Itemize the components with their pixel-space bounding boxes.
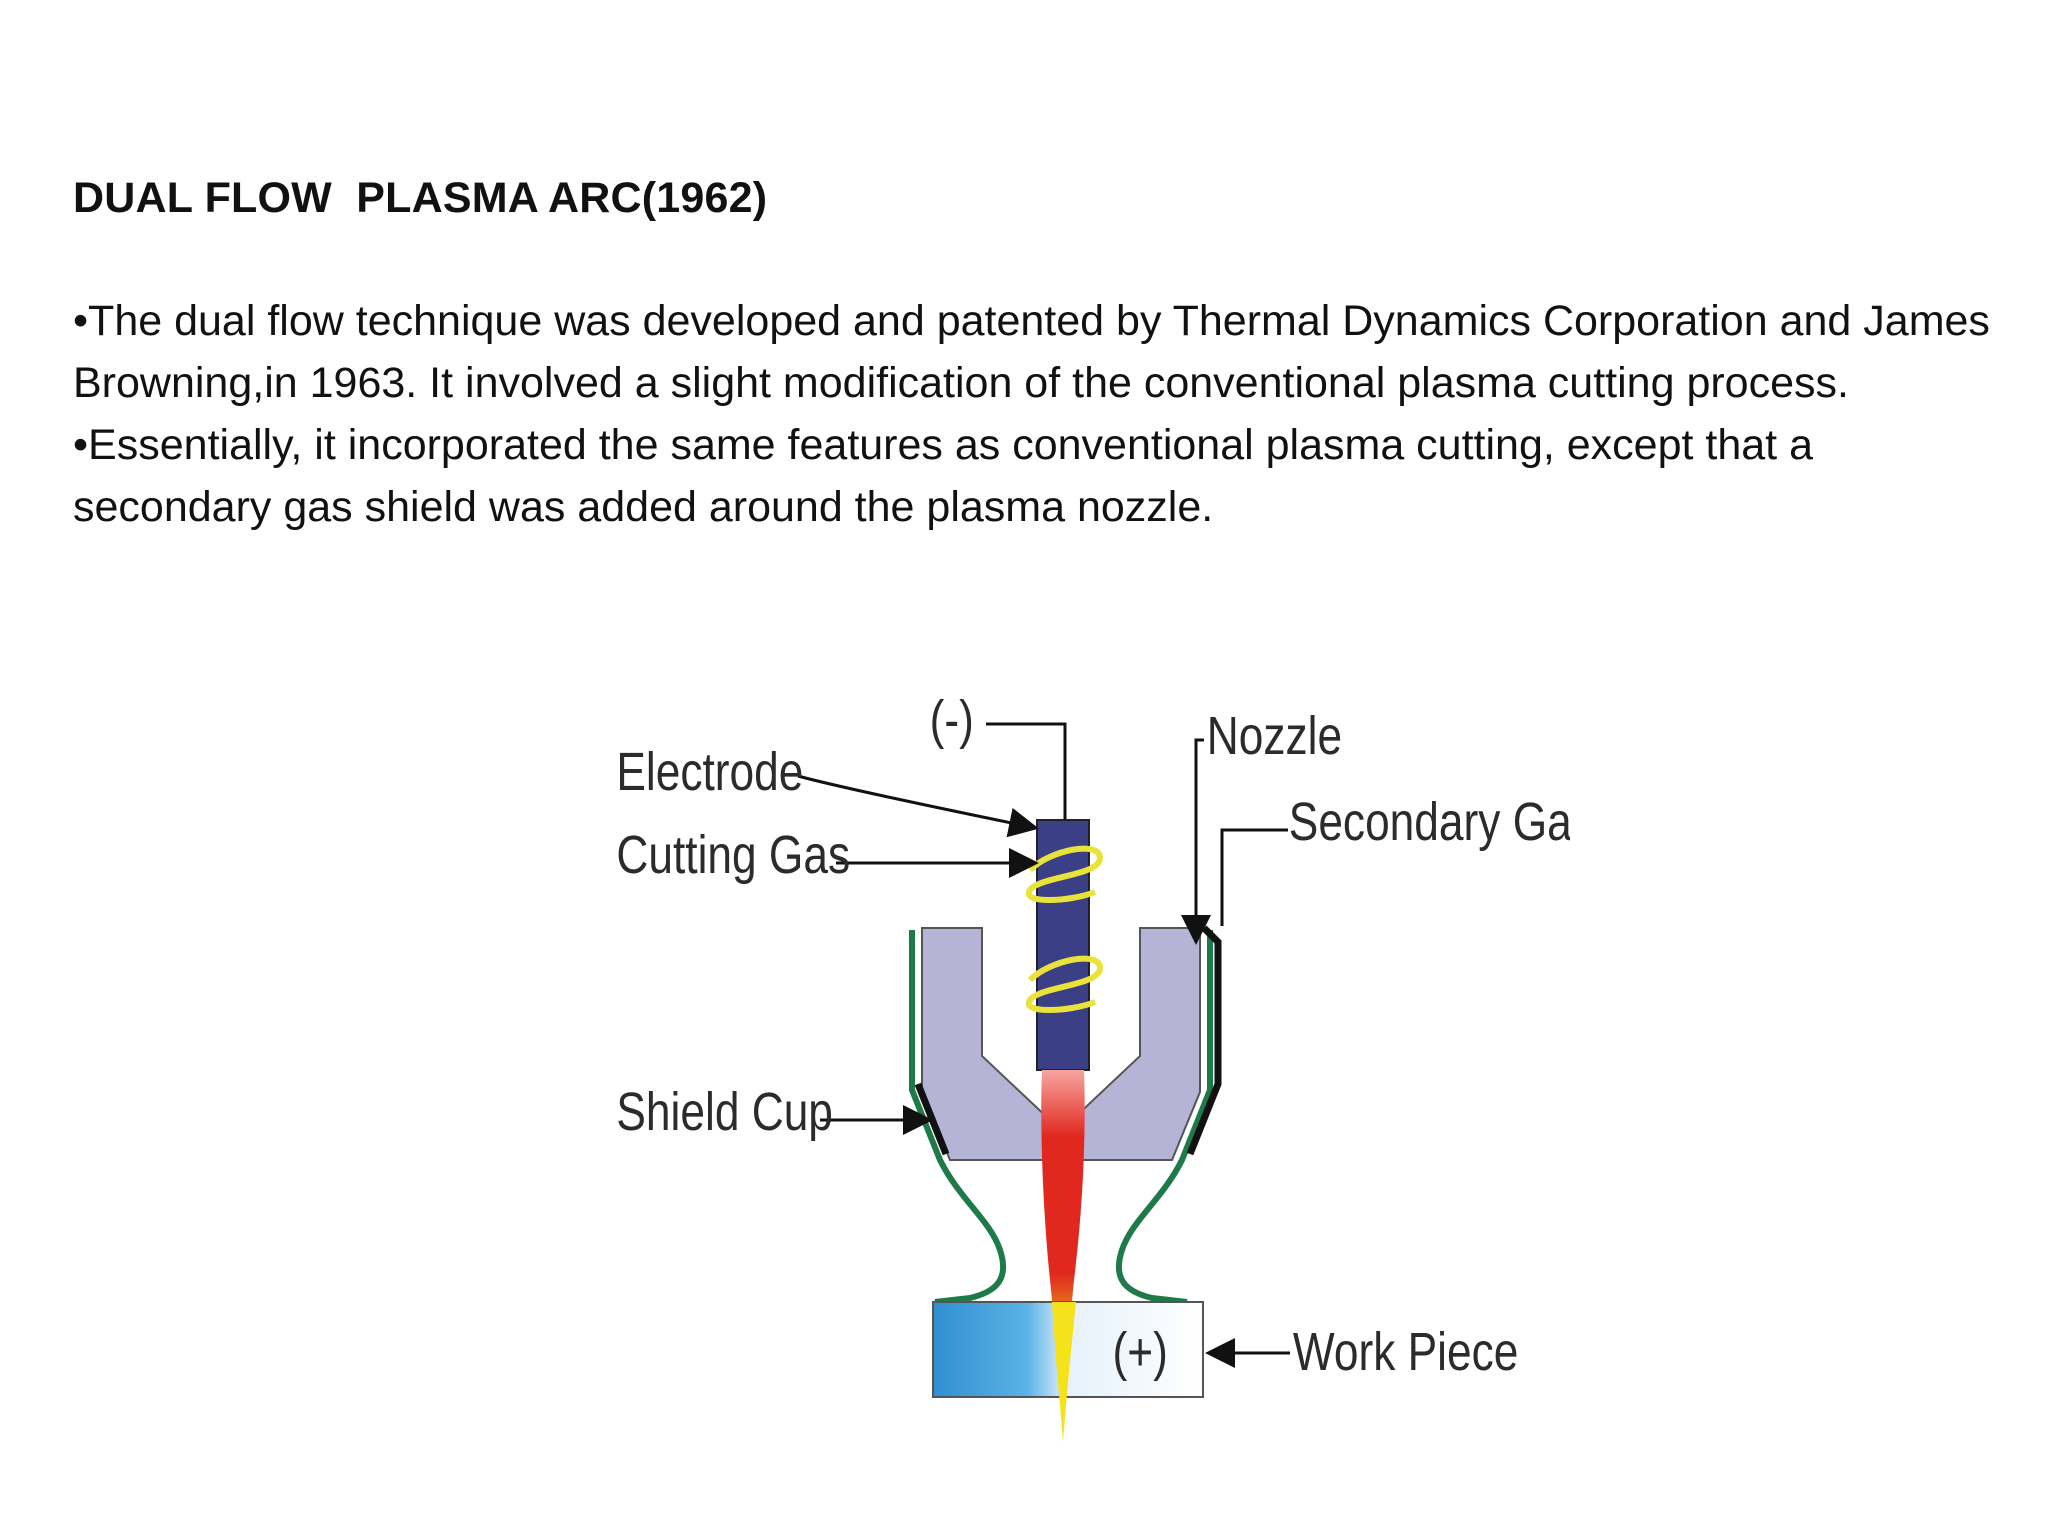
slide-title: DUAL FLOW PLASMA ARC(1962): [73, 174, 768, 222]
bullet-paragraph: •Essentially, it incorporated the same f…: [73, 421, 1813, 531]
label-electrode: Electrode: [616, 742, 803, 802]
plasma-torch-diagram: (-) Electrode Cutting Gas Nozzle Seconda…: [616, 690, 1570, 1442]
electrode-coil: [1025, 845, 1104, 1013]
nozzle-left: [921, 927, 1051, 1161]
nozzle-leader: [1181, 738, 1211, 945]
shield-cup-right: [1115, 930, 1213, 1305]
work-piece-flame-segment: [1052, 1302, 1076, 1442]
label-negative: (-): [930, 690, 974, 750]
label-work-piece: Work Piece: [1293, 1322, 1518, 1382]
negative-leader: [986, 722, 1067, 820]
label-secondary-gas: Secondary Ga:: [1289, 792, 1570, 852]
shield-cup-edge-right: [1186, 925, 1222, 1156]
secondary-gas-leader: [1220, 828, 1288, 926]
label-positive: (+): [1113, 1322, 1168, 1382]
electrode-leader: [797, 774, 1039, 838]
bullet-paragraph: •The dual flow technique was developed a…: [73, 297, 1990, 407]
nozzle-right: [1071, 927, 1201, 1161]
shield-cup-left: [909, 930, 1007, 1305]
label-shield-cup: Shield Cup: [616, 1082, 833, 1142]
slide-body: •The dual flow technique was developed a…: [73, 290, 2013, 538]
plasma-flame: [1041, 1070, 1085, 1440]
label-nozzle: Nozzle: [1207, 706, 1342, 766]
label-cutting-gas: Cutting Gas: [616, 825, 850, 885]
